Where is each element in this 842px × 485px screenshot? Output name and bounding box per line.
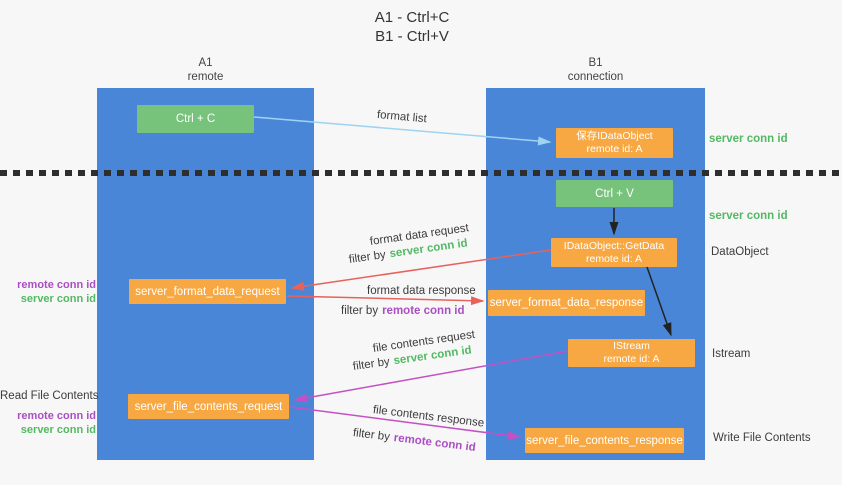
label-file-contents-response: file contents response — [372, 404, 485, 430]
filter-prefix: filter by — [348, 248, 387, 266]
box-istream-line2: remote id: A — [603, 353, 660, 365]
annotation-read-file-contents: Read File Contents — [0, 390, 99, 402]
label-format-list: format list — [376, 109, 428, 126]
label-format-data-response: format data response — [367, 285, 476, 297]
page-title-line1: A1 - Ctrl+C — [374, 9, 450, 26]
filter-value-remote-conn-id: remote conn id — [393, 432, 477, 455]
box-idataobject-getdata: IDataObject::GetData remote id: A — [551, 238, 677, 267]
box-ctrl-v: Ctrl + V — [556, 180, 673, 207]
annotation-left-pair-1: remote conn id server conn id — [0, 278, 96, 306]
filter-prefix: filter by — [352, 427, 391, 444]
lifeline-b1-role: connection — [567, 71, 624, 83]
box-server-file-contents-request: server_file_contents_request — [128, 394, 289, 419]
box-save-idataobject-line1: 保存IDataObject — [576, 130, 653, 142]
lifeline-header-b1: B1 connection — [486, 56, 705, 84]
annotation-server-conn-id-top: server conn id — [709, 133, 788, 145]
annotation-server-conn-id-mid: server conn id — [709, 210, 788, 222]
filter-prefix: filter by — [352, 355, 391, 373]
box-server-format-data-response: server_format_data_response — [488, 290, 645, 316]
annotation-dataobject: DataObject — [711, 246, 769, 258]
box-ctrl-c: Ctrl + C — [137, 105, 254, 133]
lifeline-a1-role: remote — [187, 71, 224, 83]
annotation-remote-conn-id: remote conn id — [17, 279, 96, 291]
page-title-line2: B1 - Ctrl+V — [375, 28, 449, 45]
box-getdata-line1: IDataObject::GetData — [563, 239, 665, 252]
lifeline-a1-name: A1 — [198, 57, 213, 69]
annotation-server-conn-id: server conn id — [20, 293, 96, 305]
lifeline-header-a1: A1 remote — [97, 56, 314, 84]
box-istream-line1: IStream — [613, 340, 650, 352]
box-server-format-data-request: server_format_data_request — [129, 279, 286, 304]
box-save-idataobject-line2: remote id: A — [586, 143, 643, 155]
box-getdata-line2: remote id: A — [585, 252, 643, 265]
annotation-remote-conn-id: remote conn id — [17, 410, 96, 422]
lifeline-b1-name: B1 — [588, 57, 603, 69]
phase-divider-dashed-line — [0, 170, 842, 176]
page-title: A1 - Ctrl+C B1 - Ctrl+V — [0, 8, 824, 46]
filter-prefix: filter by — [341, 305, 379, 317]
annotation-write-file-contents: Write File Contents — [713, 432, 811, 444]
annotation-istream: Istream — [712, 348, 751, 360]
box-save-idataobject: 保存IDataObject remote id: A — [556, 128, 673, 158]
box-istream: IStream remote id: A — [568, 339, 695, 367]
annotation-left-pair-2: remote conn id server conn id — [0, 409, 96, 437]
box-server-file-contents-response: server_file_contents_response — [525, 428, 684, 453]
filter-value-remote-conn-id: remote conn id — [382, 305, 465, 317]
annotation-server-conn-id: server conn id — [20, 424, 96, 436]
